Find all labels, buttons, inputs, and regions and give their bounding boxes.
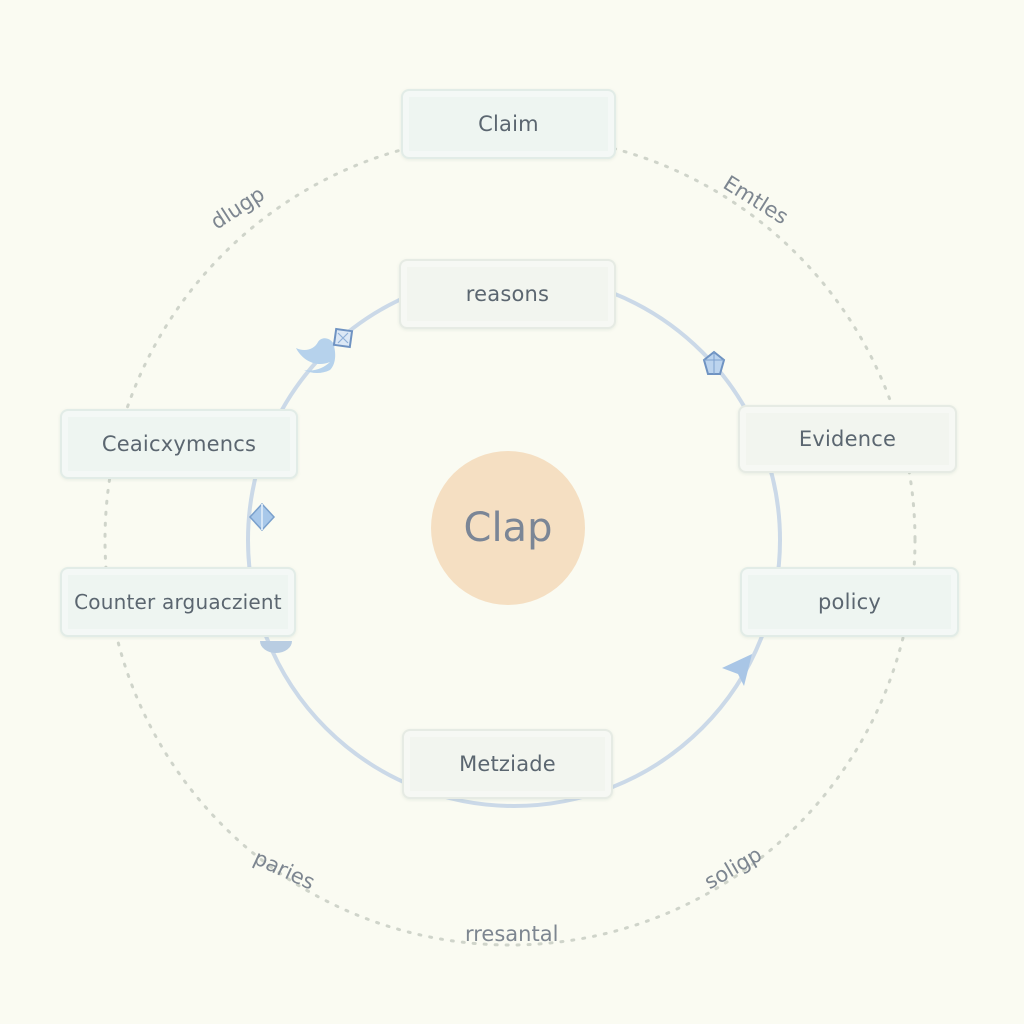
half-circle-marker-icon [260,641,292,653]
diamond-icon [248,502,276,532]
node-counter-argument: Counter arguaczient [60,567,296,637]
node-claim: Claim [401,89,616,159]
node-evidence: Evidence [738,405,957,473]
node-policy: policy [740,567,959,637]
node-metziade: Metziade [402,729,613,799]
center-node-clap: Clap [431,451,585,605]
outer-dotted-ring [103,133,917,947]
cube-icon [332,327,354,349]
node-reasons: reasons [399,259,616,329]
bird-icon [296,338,340,373]
gem-icon [702,350,726,375]
ring-label-rresantal: rresantal [465,922,559,946]
arrowhead-icon [722,654,752,686]
node-ceaicxymencs: Ceaicxymencs [60,409,298,479]
